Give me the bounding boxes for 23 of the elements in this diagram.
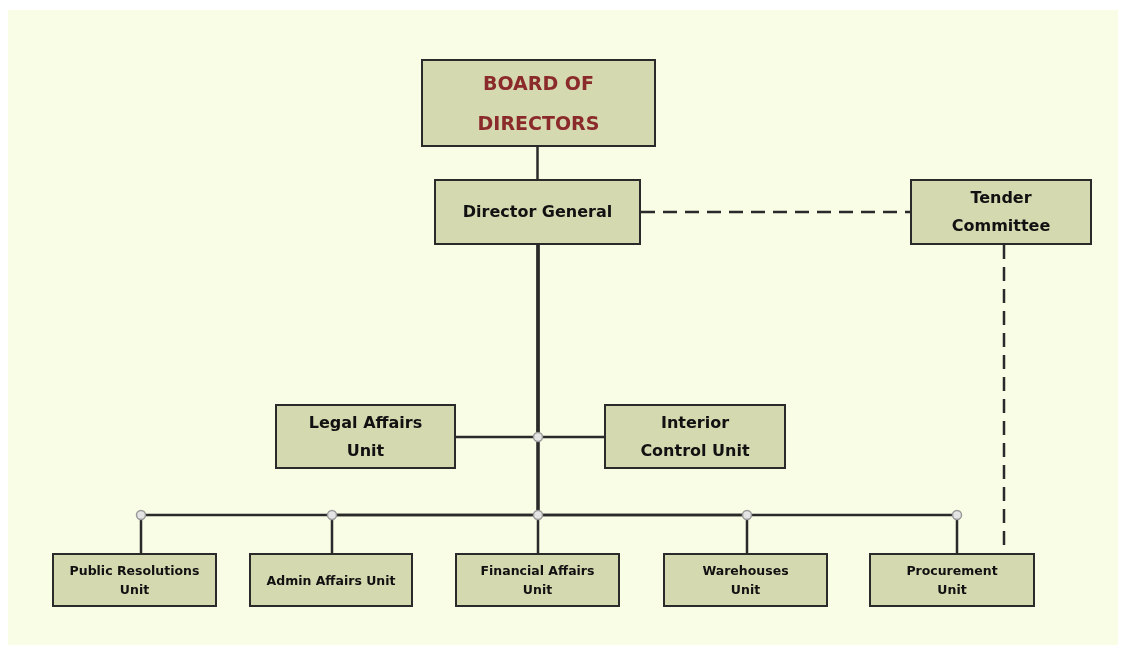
box-label: Public Resolutions Unit	[68, 562, 201, 599]
org-box	[52, 553, 217, 607]
box-label: Director General	[462, 201, 613, 223]
box-label: Legal Affairs Unit	[307, 411, 424, 462]
box-label: Financial Affairs Unit	[479, 562, 596, 599]
org-box	[604, 404, 786, 469]
box-label: Warehouses Unit	[701, 562, 790, 599]
org-box	[275, 404, 456, 469]
box-label: Interior Control Unit	[639, 411, 751, 462]
org-box	[910, 179, 1092, 245]
box-label: Admin Affairs Unit	[266, 571, 396, 590]
connector-line	[536, 245, 959, 553]
org-box	[421, 59, 656, 147]
org-box	[434, 179, 641, 245]
dashed-connector	[641, 210, 910, 214]
org-box	[455, 553, 620, 607]
connector-line	[536, 147, 539, 179]
box-label: Tender Committee	[950, 187, 1052, 237]
org-box	[663, 553, 828, 607]
org-box	[249, 553, 413, 607]
org-box	[869, 553, 1035, 607]
box-label: Procurement Unit	[905, 562, 999, 599]
box-label: BOARD OF DIRECTORS	[476, 71, 601, 136]
